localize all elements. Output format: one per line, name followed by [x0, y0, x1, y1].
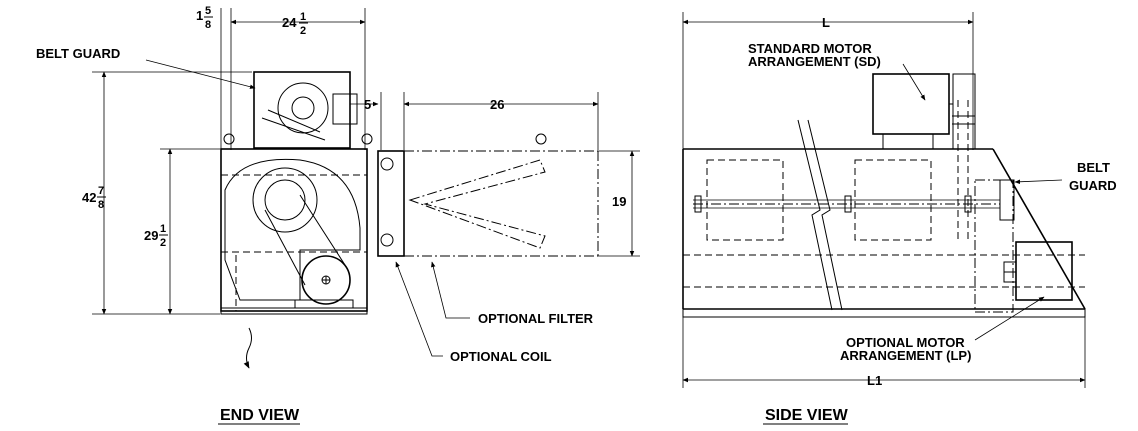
dim-top-offset-den: 8 [205, 19, 211, 31]
dim-width-num: 1 [300, 11, 306, 23]
dim-gap: 5 [364, 97, 371, 112]
label-optional-filter: OPTIONAL FILTER [478, 311, 594, 326]
end-view-drawing [92, 8, 640, 369]
dim-height-total-num: 7 [98, 185, 104, 197]
dim-top-offset-num: 5 [205, 5, 211, 17]
dim-length-L: L [822, 15, 830, 30]
title-end-view: END VIEW [220, 407, 300, 424]
label-optional-coil: OPTIONAL COIL [450, 349, 552, 364]
dim-height-body-den: 2 [160, 237, 166, 249]
dim-height-body-num: 1 [160, 223, 166, 235]
dim-height-total-whole: 42 [82, 190, 96, 205]
dim-top-offset-whole: 1 [196, 8, 203, 23]
dim-width-den: 2 [300, 25, 306, 37]
dim-height-body: 29 1 2 [144, 223, 168, 249]
label-belt-guard-side-line1: BELT [1077, 160, 1110, 175]
dim-top-offset: 1 5 8 [196, 5, 213, 31]
dim-filter-height: 19 [612, 194, 626, 209]
label-belt-guard-side-line2: GUARD [1069, 178, 1117, 193]
label-optional-motor-line1: OPTIONAL MOTOR [846, 335, 965, 350]
label-standard-motor-line1: STANDARD MOTOR [748, 41, 872, 56]
dim-height-total-den: 8 [98, 199, 104, 211]
label-optional-motor-line2: ARRANGEMENT (LP) [840, 348, 971, 363]
label-belt-guard-end: BELT GUARD [36, 46, 120, 61]
dim-length-L1: L1 [867, 373, 882, 388]
dim-width-whole: 24 [282, 15, 297, 30]
dim-height-body-whole: 29 [144, 228, 158, 243]
dim-height-total: 42 7 8 [82, 185, 106, 211]
dim-width: 24 1 2 [282, 11, 308, 37]
dim-filter-length: 26 [490, 97, 504, 112]
side-view-drawing [682, 12, 1086, 388]
title-side-view: SIDE VIEW [765, 407, 849, 424]
label-standard-motor-line2: ARRANGEMENT (SD) [748, 54, 881, 69]
